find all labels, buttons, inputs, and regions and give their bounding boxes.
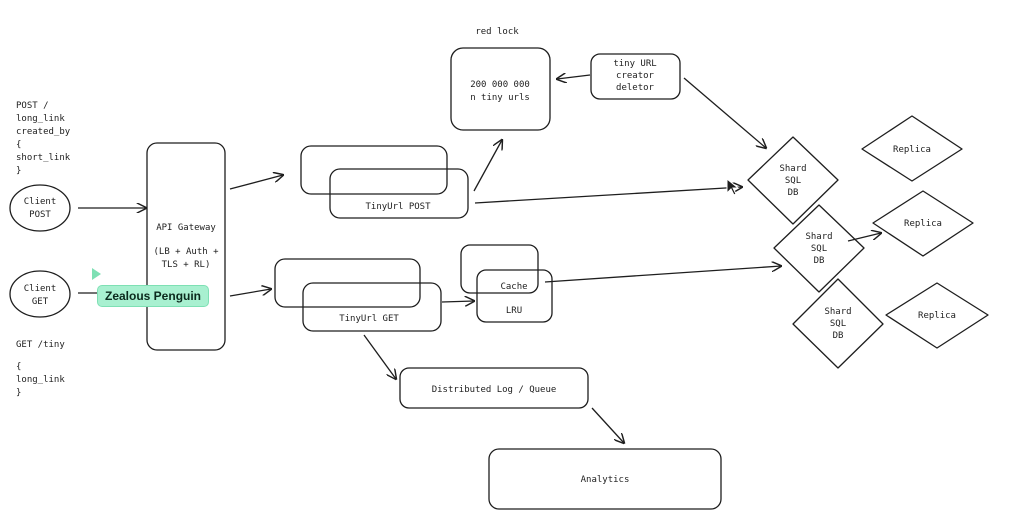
counter-line-1: n tiny urls bbox=[470, 93, 530, 103]
url-counter-node[interactable]: 200 000 000 n tiny urls bbox=[450, 47, 551, 131]
client-get-label-1: GET bbox=[32, 297, 49, 307]
queue-node[interactable]: Distributed Log / Queue bbox=[399, 367, 589, 409]
analytics-node[interactable]: Analytics bbox=[488, 448, 722, 510]
shard-3-line-2: DB bbox=[833, 331, 844, 341]
replica-1[interactable]: Replica bbox=[861, 115, 963, 182]
get-line-2: { bbox=[16, 362, 21, 372]
shard-db-1[interactable]: Shard SQL DB bbox=[747, 136, 839, 225]
shard-1-line-2: DB bbox=[788, 188, 799, 198]
get-line-4: } bbox=[16, 388, 21, 398]
counter-line-0: 200 000 000 bbox=[470, 80, 530, 90]
client-get-label-0: Client bbox=[24, 284, 57, 294]
post-line-1: long_link bbox=[16, 114, 65, 124]
api-gateway-title: API Gateway bbox=[156, 223, 216, 233]
cache-node[interactable]: Cache LRU bbox=[460, 244, 553, 323]
edge-shard-replica bbox=[847, 233, 881, 242]
replica-3[interactable]: Replica bbox=[885, 282, 989, 349]
edge-gateway-post bbox=[229, 175, 283, 190]
get-line-0: GET /tiny bbox=[16, 340, 65, 350]
tinyurl-get-label: TinyUrl GET bbox=[339, 314, 399, 324]
replica-3-label: Replica bbox=[918, 311, 956, 321]
creator-line-1: creator bbox=[616, 71, 655, 81]
client-post-label-0: Client bbox=[24, 197, 57, 207]
post-line-4: short_link bbox=[16, 153, 71, 163]
replica-1-label: Replica bbox=[893, 145, 931, 155]
tinyurl-post-label: TinyUrl POST bbox=[365, 202, 431, 212]
edge-get-queue bbox=[363, 334, 396, 379]
get-request-spec: GET /tiny { long_link } bbox=[16, 340, 65, 398]
client-post-node[interactable]: Client POST bbox=[9, 184, 71, 232]
shard-db-3[interactable]: Shard SQL DB bbox=[792, 278, 884, 369]
edge-get-cache bbox=[441, 301, 474, 302]
collaborator-name-tag: Zealous Penguin bbox=[98, 286, 209, 306]
post-line-2: created_by bbox=[16, 127, 71, 137]
shard-db-2[interactable]: Shard SQL DB bbox=[773, 204, 865, 293]
post-line-5: } bbox=[16, 166, 21, 176]
shard-2-line-2: DB bbox=[814, 256, 825, 266]
analytics-label: Analytics bbox=[581, 475, 630, 485]
shard-1-line-0: Shard bbox=[779, 164, 806, 174]
shard-3-line-0: Shard bbox=[824, 307, 851, 317]
tinyurl-get-node[interactable]: TinyUrl GET bbox=[274, 258, 442, 332]
mouse-pointer-icon bbox=[726, 178, 740, 196]
red-lock-label: red lock bbox=[475, 27, 519, 37]
replica-2-label: Replica bbox=[904, 219, 942, 229]
replica-2[interactable]: Replica bbox=[872, 190, 974, 257]
shard-1-line-1: SQL bbox=[785, 176, 801, 186]
edge-post-counter bbox=[473, 140, 502, 192]
tinyurl-post-node[interactable]: TinyUrl POST bbox=[300, 145, 469, 219]
edge-post-shard bbox=[474, 187, 742, 204]
api-gateway-line-2: (LB + Auth + bbox=[153, 247, 219, 257]
edge-creator-counter bbox=[557, 75, 591, 79]
post-request-spec: POST / long_link created_by { short_link… bbox=[16, 101, 71, 176]
edge-queue-analytics bbox=[591, 407, 624, 443]
post-line-0: POST / bbox=[16, 101, 49, 111]
api-gateway-line-3: TLS + RL) bbox=[162, 260, 211, 270]
queue-label: Distributed Log / Queue bbox=[432, 385, 557, 395]
client-get-node[interactable]: Client GET bbox=[9, 270, 71, 318]
creator-line-2: deletor bbox=[616, 83, 655, 93]
shard-2-line-1: SQL bbox=[811, 244, 827, 254]
url-creator-node[interactable]: tiny URL creator deletor bbox=[590, 53, 681, 100]
edges bbox=[78, 75, 881, 443]
post-line-3: { bbox=[16, 140, 21, 150]
edge-creator-shard bbox=[683, 77, 766, 148]
collaborator-cursor-icon bbox=[92, 268, 101, 280]
lru-label: LRU bbox=[506, 306, 522, 316]
shard-2-line-0: Shard bbox=[805, 232, 832, 242]
edge-cache-shard bbox=[544, 266, 781, 283]
shard-3-line-1: SQL bbox=[830, 319, 846, 329]
client-post-label-1: POST bbox=[29, 210, 51, 220]
get-line-3: long_link bbox=[16, 375, 65, 385]
creator-line-0: tiny URL bbox=[613, 59, 656, 69]
api-gateway-node[interactable]: API Gateway (LB + Auth + TLS + RL) bbox=[146, 142, 226, 351]
edge-gateway-get bbox=[229, 289, 271, 297]
cache-label: Cache bbox=[500, 282, 527, 292]
